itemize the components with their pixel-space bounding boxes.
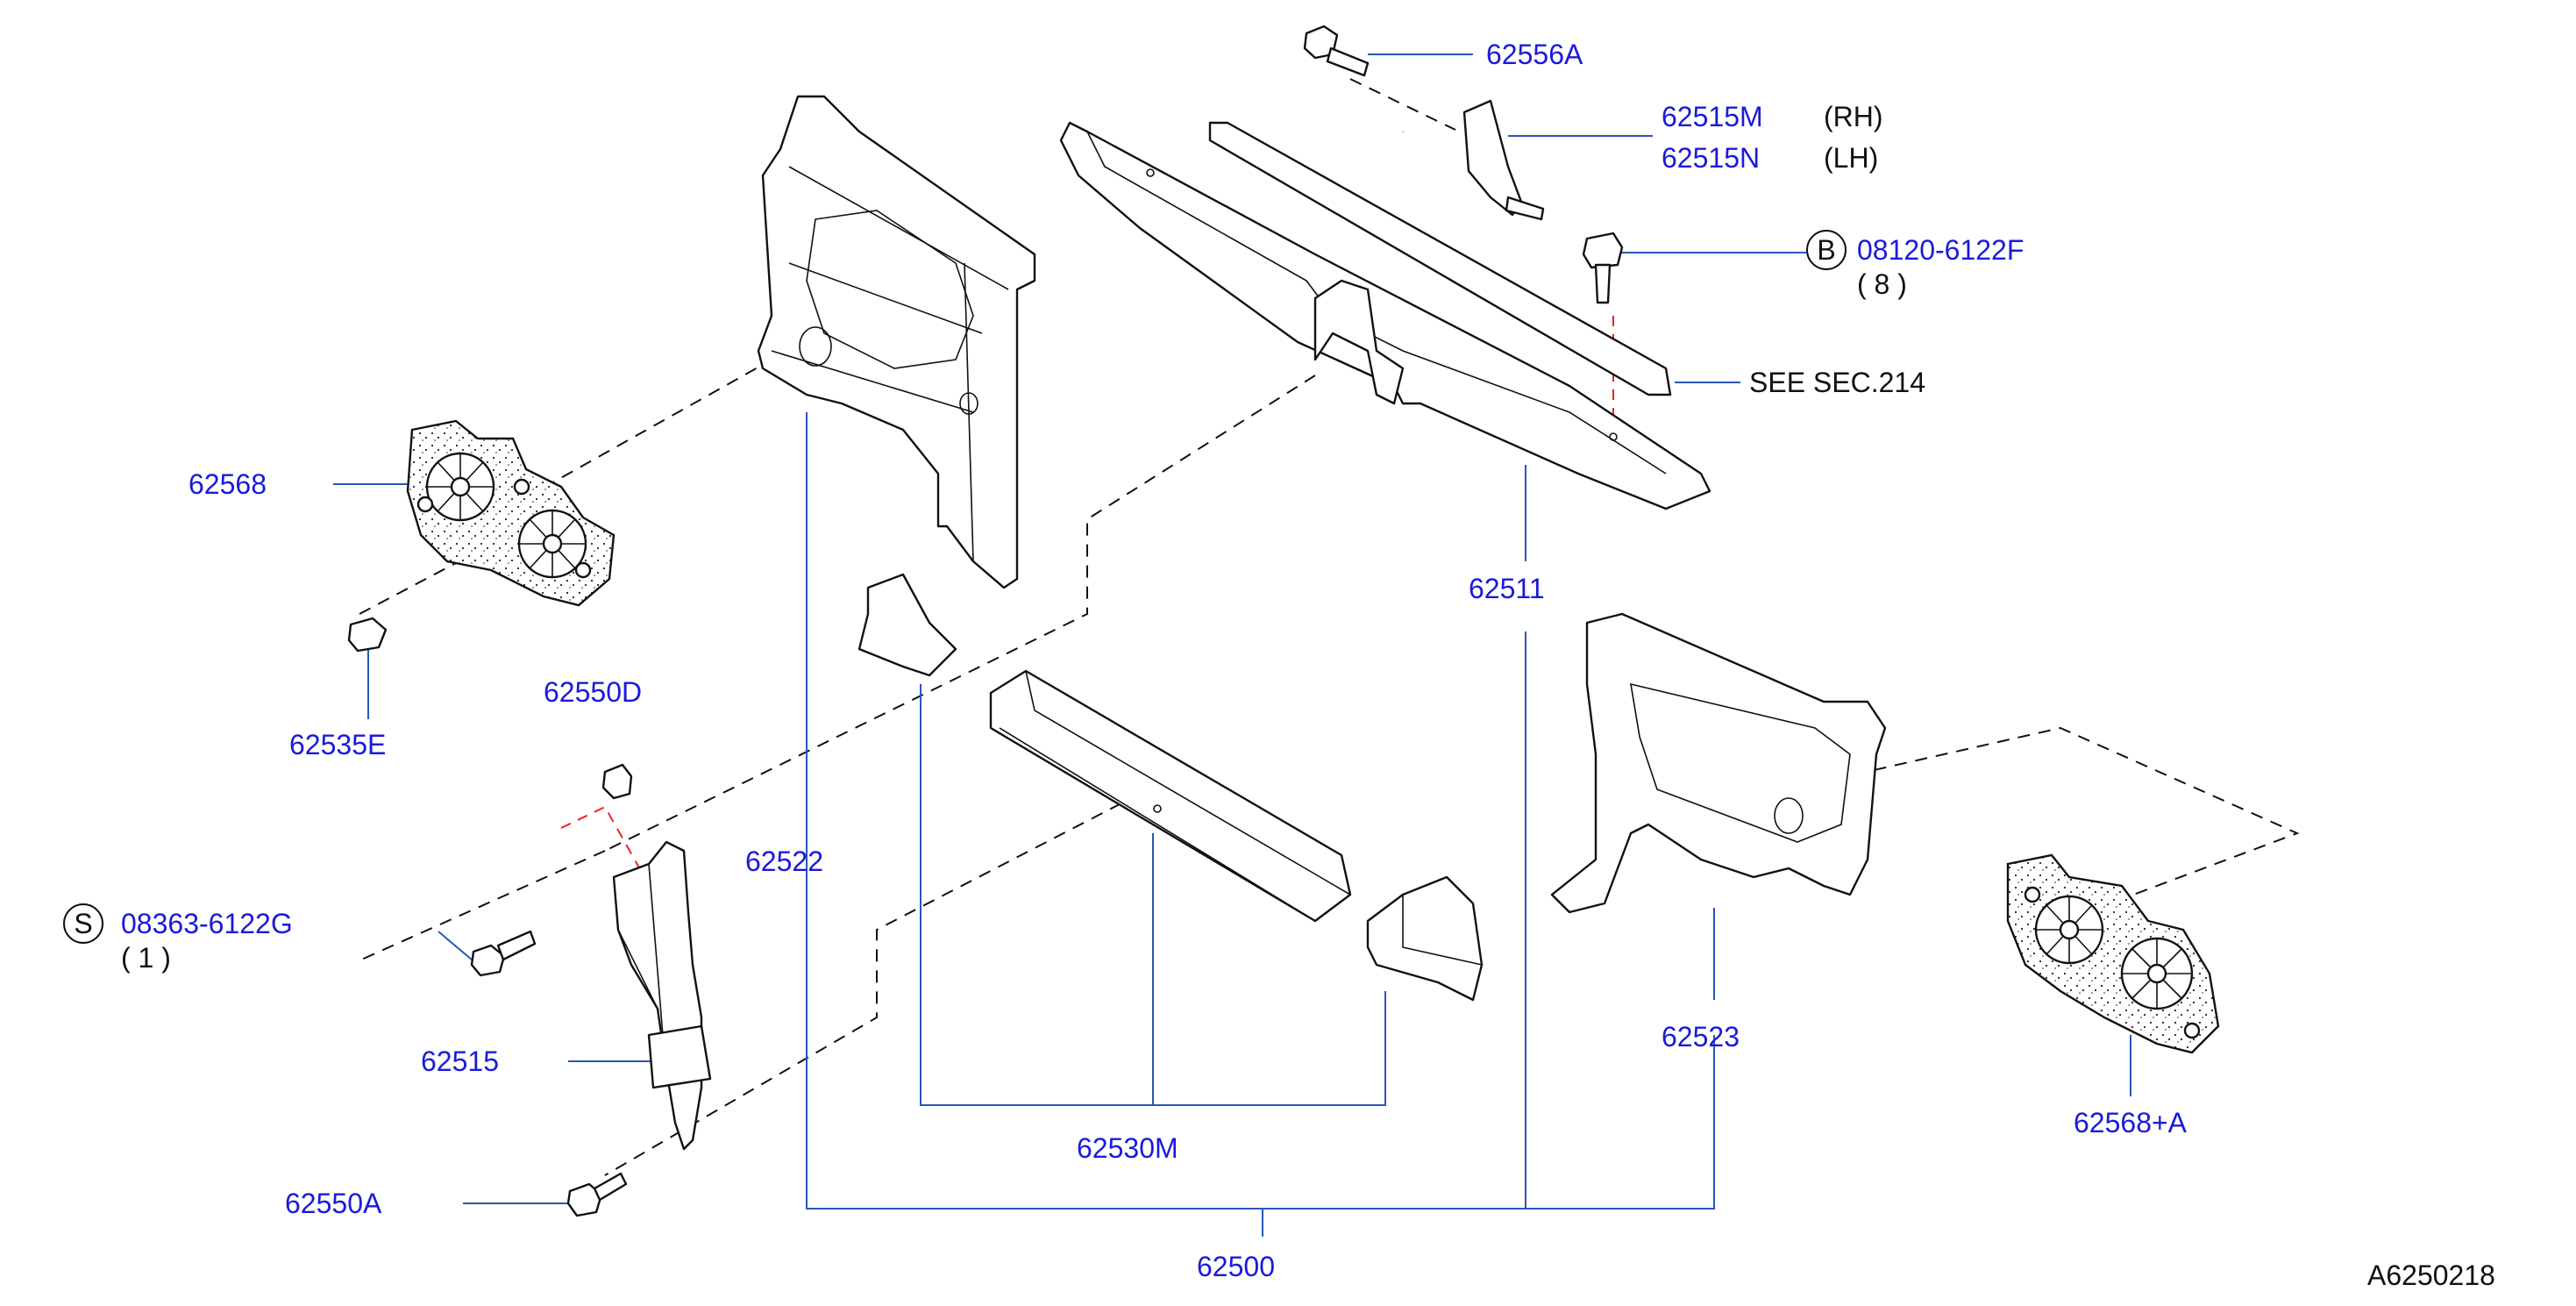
- s-symbol: S: [74, 908, 92, 939]
- bracket-left: [857, 573, 957, 677]
- label-62515[interactable]: 62515: [421, 1046, 499, 1077]
- label-62535E[interactable]: 62535E: [289, 729, 386, 760]
- label-qty-8: ( 8 ): [1857, 268, 1907, 300]
- s-symbol-badge: S: [63, 903, 103, 944]
- bolt-08363: [470, 930, 537, 977]
- part-labels: 62556A 62515M (RH) 62515N (LH) 08120-612…: [121, 39, 2495, 1291]
- side-panel-62522: [757, 95, 1036, 589]
- lower-member-62530M: [989, 669, 1352, 923]
- upper-member-62511: [1059, 121, 1711, 510]
- diagram-id: A6250218: [2367, 1260, 2495, 1291]
- label-62515M[interactable]: 62515M: [1662, 101, 1763, 132]
- bracket-62515M: [1462, 99, 1545, 221]
- label-see-sec[interactable]: SEE SEC.214: [1749, 367, 1925, 398]
- stay-62515: [612, 840, 712, 1151]
- label-rh: (RH): [1824, 101, 1883, 132]
- label-62500[interactable]: 62500: [1197, 1251, 1275, 1282]
- label-08363-6122G[interactable]: 08363-6122G: [121, 908, 293, 939]
- label-62550D[interactable]: 62550D: [544, 676, 642, 708]
- label-62522[interactable]: 62522: [745, 846, 823, 877]
- bolt-08120: [1582, 232, 1624, 304]
- label-62568A[interactable]: 62568+A: [2074, 1107, 2188, 1138]
- plate-62568: [406, 419, 616, 607]
- b-symbol: B: [1817, 234, 1835, 266]
- b-symbol-badge: B: [1806, 230, 1847, 270]
- side-panel-62523: [1550, 612, 1887, 914]
- bolt-62556A: [1303, 25, 1370, 77]
- label-62530M[interactable]: 62530M: [1077, 1132, 1178, 1164]
- label-qty-1: ( 1 ): [121, 942, 171, 974]
- label-62568[interactable]: 62568: [189, 468, 267, 500]
- bracket-right: [1366, 875, 1484, 1002]
- label-62515N[interactable]: 62515N: [1662, 142, 1760, 174]
- leader-lines: [333, 54, 2131, 1237]
- clip-62535E: [347, 617, 388, 653]
- bolt-62550A: [566, 1172, 628, 1217]
- clip-62550D: [601, 763, 633, 800]
- label-62511[interactable]: 62511: [1469, 573, 1545, 604]
- label-08120-6122F[interactable]: 08120-6122F: [1857, 234, 2024, 266]
- plate-62568A: [2006, 853, 2220, 1054]
- label-lh: (LH): [1824, 142, 1878, 174]
- label-62550A[interactable]: 62550A: [285, 1188, 382, 1219]
- label-62556A[interactable]: 62556A: [1486, 39, 1583, 70]
- label-62523[interactable]: 62523: [1662, 1021, 1740, 1053]
